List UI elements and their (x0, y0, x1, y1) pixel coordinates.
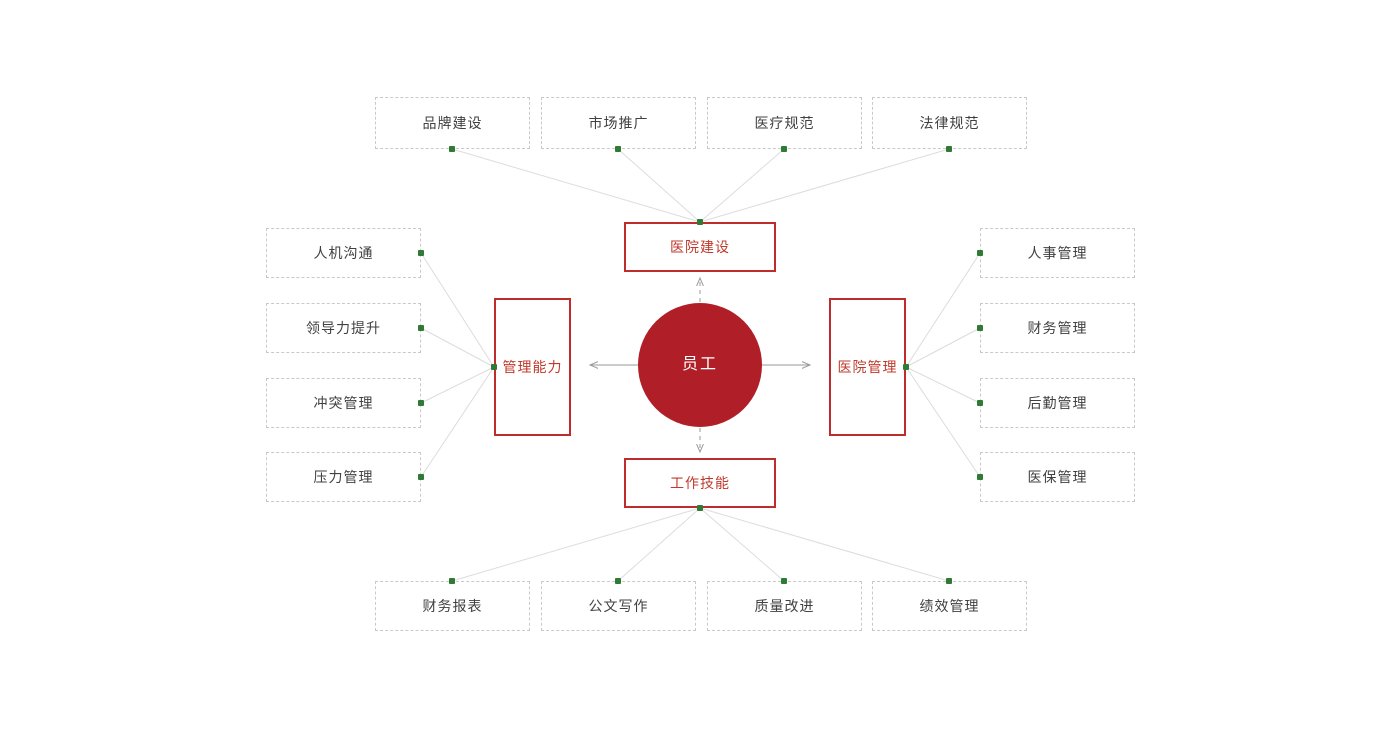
connector-left-0 (420, 252, 495, 368)
connector-left-1 (420, 327, 495, 368)
branch-top[interactable]: 医院建设 (624, 222, 776, 272)
anchor-dot-leaf-left-3 (418, 474, 424, 480)
branch-bottom[interactable]: 工作技能 (624, 458, 776, 508)
connector-left-2 (420, 366, 495, 404)
anchor-dot-leaf-right-2 (977, 400, 983, 406)
connector-top-1 (617, 148, 701, 223)
branch-left[interactable]: 管理能力 (494, 298, 571, 436)
anchor-dot-branch-bottom (697, 505, 703, 511)
leaf-node-bottom-0[interactable]: 财务报表 (375, 581, 530, 631)
leaf-node-right-0[interactable]: 人事管理 (980, 228, 1135, 278)
anchor-dot-leaf-right-3 (977, 474, 983, 480)
leaf-node-top-0[interactable]: 品牌建设 (375, 97, 530, 149)
connector-right-2 (905, 366, 981, 404)
leaf-node-right-2[interactable]: 后勤管理 (980, 378, 1135, 428)
leaf-node-bottom-1[interactable]: 公文写作 (541, 581, 696, 631)
anchor-dot-leaf-top-0 (449, 146, 455, 152)
branch-right[interactable]: 医院管理 (829, 298, 906, 436)
anchor-dot-leaf-bottom-3 (946, 578, 952, 584)
leaf-node-bottom-3[interactable]: 绩效管理 (872, 581, 1027, 631)
leaf-node-left-0[interactable]: 人机沟通 (266, 228, 421, 278)
leaf-node-bottom-2[interactable]: 质量改进 (707, 581, 862, 631)
connector-bottom-2 (699, 507, 785, 582)
anchor-dot-leaf-top-2 (781, 146, 787, 152)
connector-right-0 (905, 252, 981, 368)
anchor-dot-branch-left (491, 364, 497, 370)
anchor-dot-leaf-bottom-0 (449, 578, 455, 584)
leaf-node-left-2[interactable]: 冲突管理 (266, 378, 421, 428)
leaf-node-right-3[interactable]: 医保管理 (980, 452, 1135, 502)
anchor-dot-branch-right (903, 364, 909, 370)
leaf-node-top-1[interactable]: 市场推广 (541, 97, 696, 149)
anchor-dot-leaf-right-1 (977, 325, 983, 331)
anchor-dot-branch-top (697, 219, 703, 225)
leaf-node-left-3[interactable]: 压力管理 (266, 452, 421, 502)
anchor-dot-leaf-top-3 (946, 146, 952, 152)
connector-right-3 (905, 366, 981, 478)
anchor-dot-leaf-left-2 (418, 400, 424, 406)
connector-top-0 (451, 148, 701, 223)
leaf-node-top-2[interactable]: 医疗规范 (707, 97, 862, 149)
hub-node-employee[interactable]: 员工 (638, 303, 762, 427)
connector-bottom-1 (617, 507, 701, 582)
connector-top-3 (699, 148, 950, 223)
anchor-dot-leaf-left-1 (418, 325, 424, 331)
connector-left-3 (420, 366, 495, 478)
anchor-dot-leaf-top-1 (615, 146, 621, 152)
leaf-node-right-1[interactable]: 财务管理 (980, 303, 1135, 353)
leaf-node-left-1[interactable]: 领导力提升 (266, 303, 421, 353)
anchor-dot-leaf-left-0 (418, 250, 424, 256)
connector-bottom-3 (699, 507, 950, 582)
leaf-node-top-3[interactable]: 法律规范 (872, 97, 1027, 149)
anchor-dot-leaf-right-0 (977, 250, 983, 256)
anchor-dot-leaf-bottom-1 (615, 578, 621, 584)
connector-bottom-0 (451, 507, 701, 582)
anchor-dot-leaf-bottom-2 (781, 578, 787, 584)
connector-right-1 (905, 327, 981, 368)
connector-top-2 (699, 148, 785, 223)
